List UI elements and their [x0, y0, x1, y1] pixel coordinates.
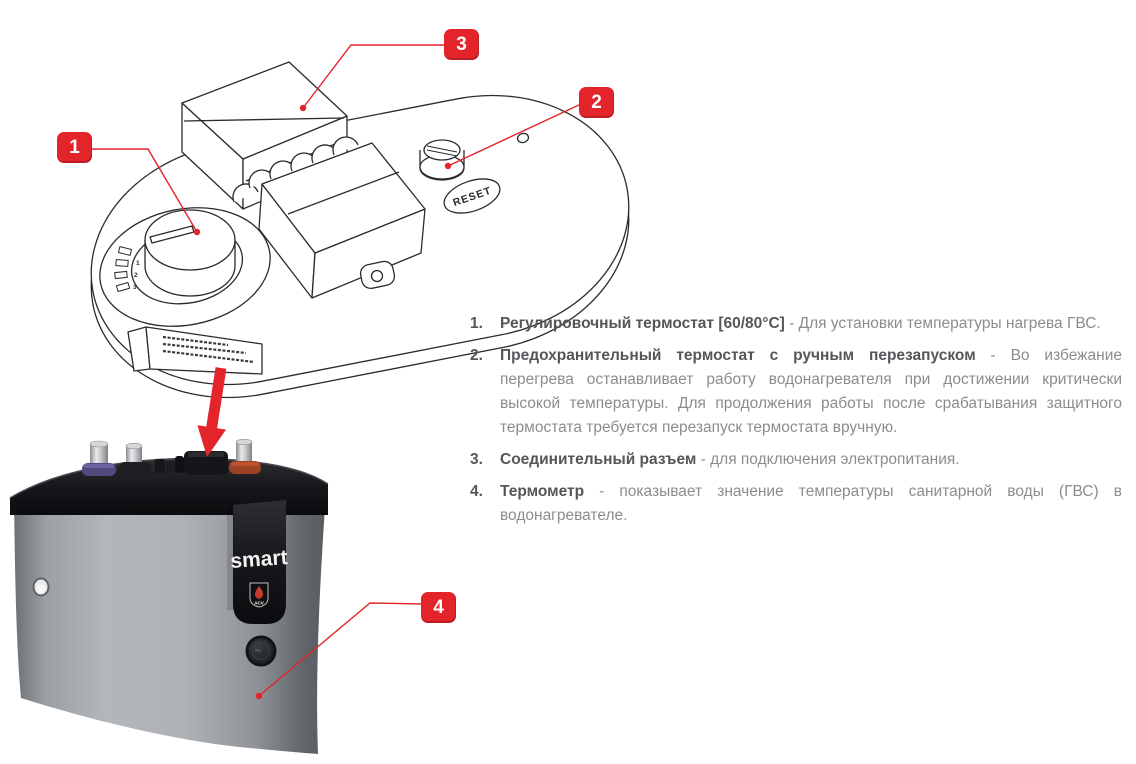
- legend-item-4: 4. Термометр - показывает значение темпе…: [470, 480, 1122, 528]
- thermometer: [245, 635, 277, 667]
- spec-label-bracket: [127, 326, 263, 375]
- callout-badge-1: 1: [57, 132, 92, 163]
- front-box: [258, 142, 426, 299]
- strip-shadow: [227, 505, 234, 610]
- legend-item-number: 3.: [470, 451, 483, 468]
- pipe-2-collar-black: [119, 462, 151, 475]
- dial-scale: [114, 246, 133, 293]
- legend-list: 1. Регулировочный термостат [60/80°C] - …: [470, 312, 1122, 536]
- pipe-3: [236, 442, 252, 464]
- dial-tick-1: 1: [136, 260, 140, 267]
- safety-thermostat-button: [419, 139, 465, 181]
- legend-item-1: 1. Регулировочный термостат [60/80°C] - …: [470, 312, 1122, 336]
- brand-strip: [233, 500, 286, 624]
- brand-logo-text: smart: [230, 546, 289, 573]
- legend-item-2: 2. Предохранительный термостат с ручным …: [470, 344, 1122, 440]
- callout-leaders: [92, 44, 582, 697]
- dial-knob-top: [144, 209, 236, 271]
- legend-item-desc: - Во избежание перегрева останавливает р…: [500, 347, 1122, 436]
- leader-line-2: [447, 103, 582, 167]
- leader-line-4: [258, 602, 423, 697]
- reset-button: RESET: [443, 178, 501, 214]
- terminal-bumps: [232, 136, 359, 203]
- legend-item-desc: - для подключения электропитания.: [700, 451, 960, 468]
- dial-tick-2: 2: [134, 272, 138, 279]
- legend-item-number: 1.: [470, 315, 483, 332]
- callout-badge-3: 3: [444, 29, 479, 60]
- legend-item-title: Термометр: [500, 483, 600, 500]
- top-fittings: [82, 438, 261, 476]
- pipe-1: [90, 444, 108, 468]
- mounting-tab: [359, 260, 396, 290]
- legend-item-desc: - показывает значение температуры санита…: [500, 483, 1122, 524]
- pointer-arrow: [197, 367, 227, 457]
- legend-item-desc: - Для установки температуры нагрева ГВС.: [789, 315, 1101, 332]
- screw-hole-right: [516, 132, 530, 144]
- leader-dots: [193, 104, 452, 700]
- acv-logo: ACV: [249, 582, 269, 608]
- flame-icon: [255, 586, 264, 599]
- acv-label: ACV: [254, 601, 264, 606]
- legend-item-3: 3. Соединительный разъем - для подключен…: [470, 448, 1122, 472]
- side-hole: [32, 577, 50, 597]
- legend-item-title: Предохранительный термостат с ручным пер…: [500, 347, 991, 364]
- legend-item-title: Соединительный разъем: [500, 451, 701, 468]
- callout-badge-2: 2: [579, 87, 614, 118]
- dial-tick-3: 3: [133, 284, 137, 291]
- leader-line-3: [302, 44, 445, 109]
- water-heater-photo: smart ACV: [9, 438, 329, 754]
- thermostat-dial: 1 2 3: [99, 207, 271, 327]
- pipe-2: [126, 446, 142, 467]
- callout-badge-4: 4: [421, 592, 456, 623]
- legend-item-title: Регулировочный термостат [60/80°C]: [500, 315, 790, 332]
- legend-item-number: 2.: [470, 347, 483, 364]
- leader-line-1: [92, 148, 198, 233]
- control-panel-drawing: 1 2 3: [70, 61, 650, 423]
- legend-item-number: 4.: [470, 483, 483, 500]
